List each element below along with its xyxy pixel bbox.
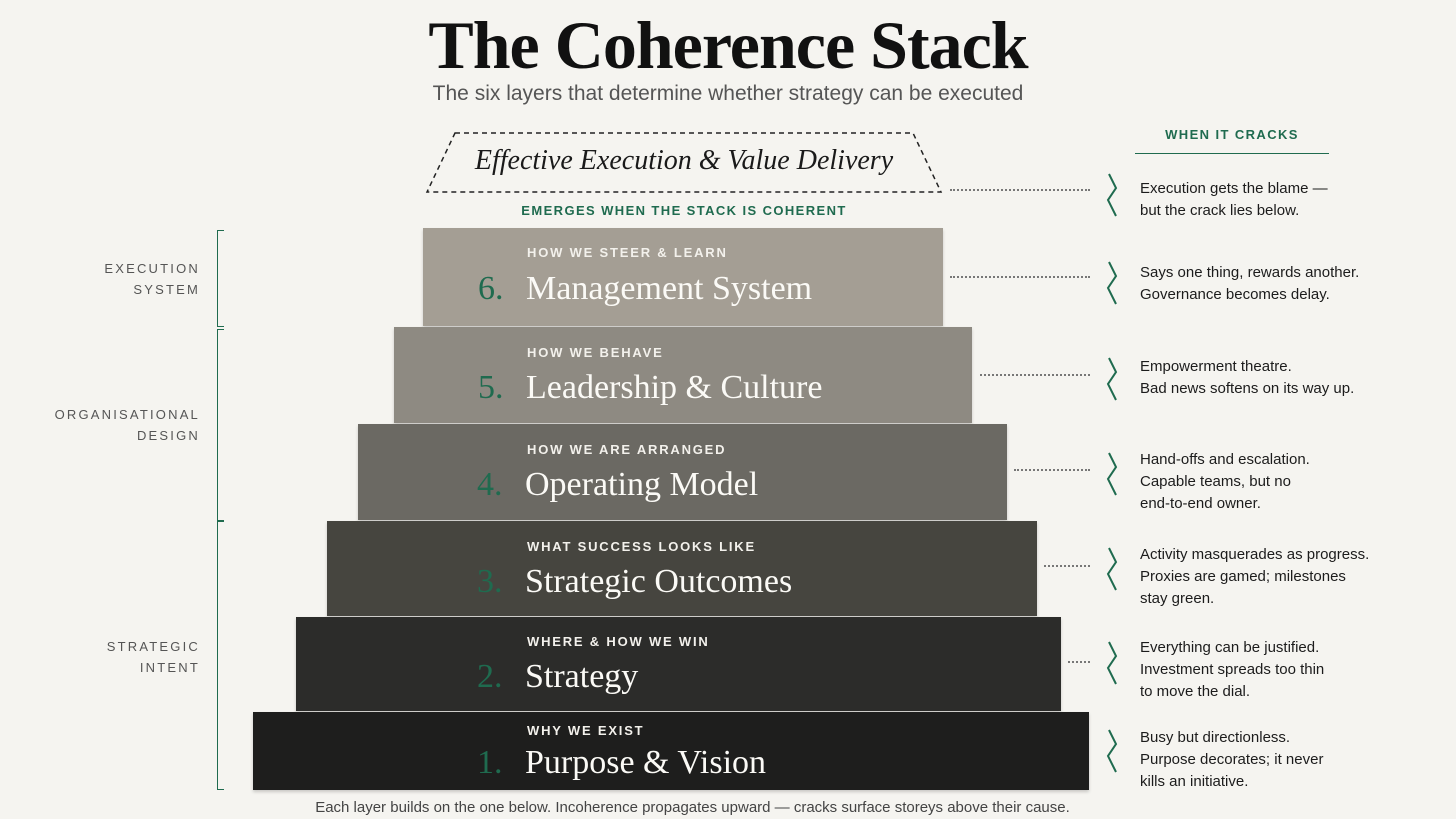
layer-kicker: WHAT SUCCESS LOOKS LIKE bbox=[527, 539, 756, 554]
layer-number: 5. bbox=[478, 369, 504, 406]
group-bracket-strategic bbox=[217, 521, 224, 790]
crack-line: Activity masquerades as progress. bbox=[1140, 546, 1370, 563]
capstone-label: Effective Execution & Value Delivery bbox=[474, 145, 894, 176]
diagram-title: The Coherence Stack bbox=[428, 7, 1028, 83]
capstone-caption: EMERGES WHEN THE STACK IS COHERENT bbox=[521, 203, 847, 218]
group-label-line: SYSTEM bbox=[133, 282, 200, 297]
layer-name: Strategy bbox=[525, 658, 639, 695]
layer-3-connector bbox=[1044, 565, 1090, 567]
group-bracket-organisational bbox=[217, 329, 224, 521]
layer-2-connector bbox=[1068, 661, 1090, 663]
group-bracket-execution bbox=[217, 230, 224, 327]
crack-line: stay green. bbox=[1140, 590, 1215, 607]
crack-line: Purpose decorates; it never bbox=[1140, 751, 1324, 768]
layer-3-crack-icon bbox=[1106, 547, 1118, 591]
layer-6-crack-note: Says one thing, rewards another. Governa… bbox=[1140, 262, 1359, 306]
layer-name: Leadership & Culture bbox=[526, 369, 823, 406]
capstone-box: Effective Execution & Value Delivery bbox=[425, 131, 943, 194]
layer-kicker: WHY WE EXIST bbox=[527, 723, 645, 738]
crack-line: Bad news softens on its way up. bbox=[1140, 380, 1355, 397]
footer-note: Each layer builds on the one below. Inco… bbox=[315, 799, 1070, 816]
crack-line: Everything can be justified. bbox=[1140, 639, 1320, 656]
layer-6-block: HOW WE STEER & LEARN 6. Management Syste… bbox=[423, 228, 943, 326]
capstone-crack-icon bbox=[1106, 173, 1118, 217]
group-label-execution: EXECUTION SYSTEM bbox=[104, 258, 200, 300]
crack-line: Governance becomes delay. bbox=[1140, 286, 1330, 303]
group-label-line: EXECUTION bbox=[104, 261, 200, 276]
capstone-crack-line: but the crack lies below. bbox=[1140, 202, 1300, 219]
group-label-line: DESIGN bbox=[136, 428, 200, 443]
group-label-line: INTENT bbox=[139, 660, 200, 675]
cracks-header: WHEN IT CRACKS bbox=[1165, 127, 1299, 142]
diagram-subtitle: The six layers that determine whether st… bbox=[432, 82, 1024, 105]
layer-1-crack-note: Busy but directionless. Purpose decorate… bbox=[1140, 727, 1323, 793]
layer-5-crack-note: Empowerment theatre. Bad news softens on… bbox=[1140, 356, 1354, 400]
capstone-outline bbox=[425, 132, 943, 193]
group-label-strategic: STRATEGIC INTENT bbox=[107, 636, 200, 678]
layer-6-crack-icon bbox=[1106, 261, 1118, 305]
layer-4-connector bbox=[1014, 469, 1090, 471]
layer-number: 3. bbox=[477, 563, 503, 600]
crack-line: Hand-offs and escalation. bbox=[1140, 451, 1310, 468]
layer-5-connector bbox=[980, 374, 1090, 376]
layer-4-crack-note: Hand-offs and escalation. Capable teams,… bbox=[1140, 449, 1310, 515]
layer-name: Purpose & Vision bbox=[525, 744, 767, 781]
layer-number: 2. bbox=[477, 658, 503, 695]
crack-line: Says one thing, rewards another. bbox=[1140, 264, 1360, 281]
layer-name: Operating Model bbox=[525, 466, 759, 503]
layer-kicker: HOW WE BEHAVE bbox=[527, 345, 664, 360]
crack-line: kills an initiative. bbox=[1140, 773, 1249, 790]
layer-2-crack-note: Everything can be justified. Investment … bbox=[1140, 637, 1324, 703]
layer-number: 6. bbox=[478, 270, 504, 307]
layer-2-crack-icon bbox=[1106, 641, 1118, 685]
layer-1-block: WHY WE EXIST 1. Purpose & Vision bbox=[253, 712, 1089, 790]
layer-6-connector bbox=[950, 276, 1090, 278]
layer-kicker: HOW WE ARE ARRANGED bbox=[527, 442, 727, 457]
cracks-header-rule bbox=[1135, 153, 1329, 154]
capstone-connector bbox=[950, 189, 1090, 191]
layer-4-block: HOW WE ARE ARRANGED 4. Operating Model bbox=[358, 424, 1007, 520]
layer-1-crack-icon bbox=[1106, 729, 1118, 773]
crack-line: Investment spreads too thin bbox=[1140, 661, 1325, 678]
capstone-crack-line: Execution gets the blame — bbox=[1140, 180, 1328, 197]
layer-2-block: WHERE & HOW WE WIN 2. Strategy bbox=[296, 617, 1061, 711]
crack-line: end-to-end owner. bbox=[1140, 495, 1261, 512]
crack-line: Busy but directionless. bbox=[1140, 729, 1291, 746]
layer-number: 4. bbox=[477, 466, 503, 503]
layer-name: Management System bbox=[526, 270, 813, 307]
layer-kicker: WHERE & HOW WE WIN bbox=[527, 634, 710, 649]
crack-line: Capable teams, but no bbox=[1140, 473, 1291, 490]
crack-line: Empowerment theatre. bbox=[1140, 358, 1292, 375]
layer-5-block: HOW WE BEHAVE 5. Leadership & Culture bbox=[394, 327, 972, 423]
layer-kicker: HOW WE STEER & LEARN bbox=[527, 245, 728, 260]
group-label-line: STRATEGIC bbox=[106, 639, 200, 654]
group-label-organisational: ORGANISATIONAL DESIGN bbox=[55, 404, 200, 446]
layer-3-block: WHAT SUCCESS LOOKS LIKE 3. Strategic Out… bbox=[327, 521, 1037, 616]
layer-3-crack-note: Activity masquerades as progress. Proxie… bbox=[1140, 544, 1369, 610]
layer-4-crack-icon bbox=[1106, 452, 1118, 496]
group-label-line: ORGANISATIONAL bbox=[54, 407, 200, 422]
layer-name: Strategic Outcomes bbox=[525, 563, 793, 600]
crack-line: to move the dial. bbox=[1140, 683, 1251, 700]
capstone-crack-note: Execution gets the blame — but the crack… bbox=[1140, 178, 1328, 222]
layer-number: 1. bbox=[477, 744, 503, 781]
layer-5-crack-icon bbox=[1106, 357, 1118, 401]
crack-line: Proxies are gamed; milestones bbox=[1140, 568, 1346, 585]
